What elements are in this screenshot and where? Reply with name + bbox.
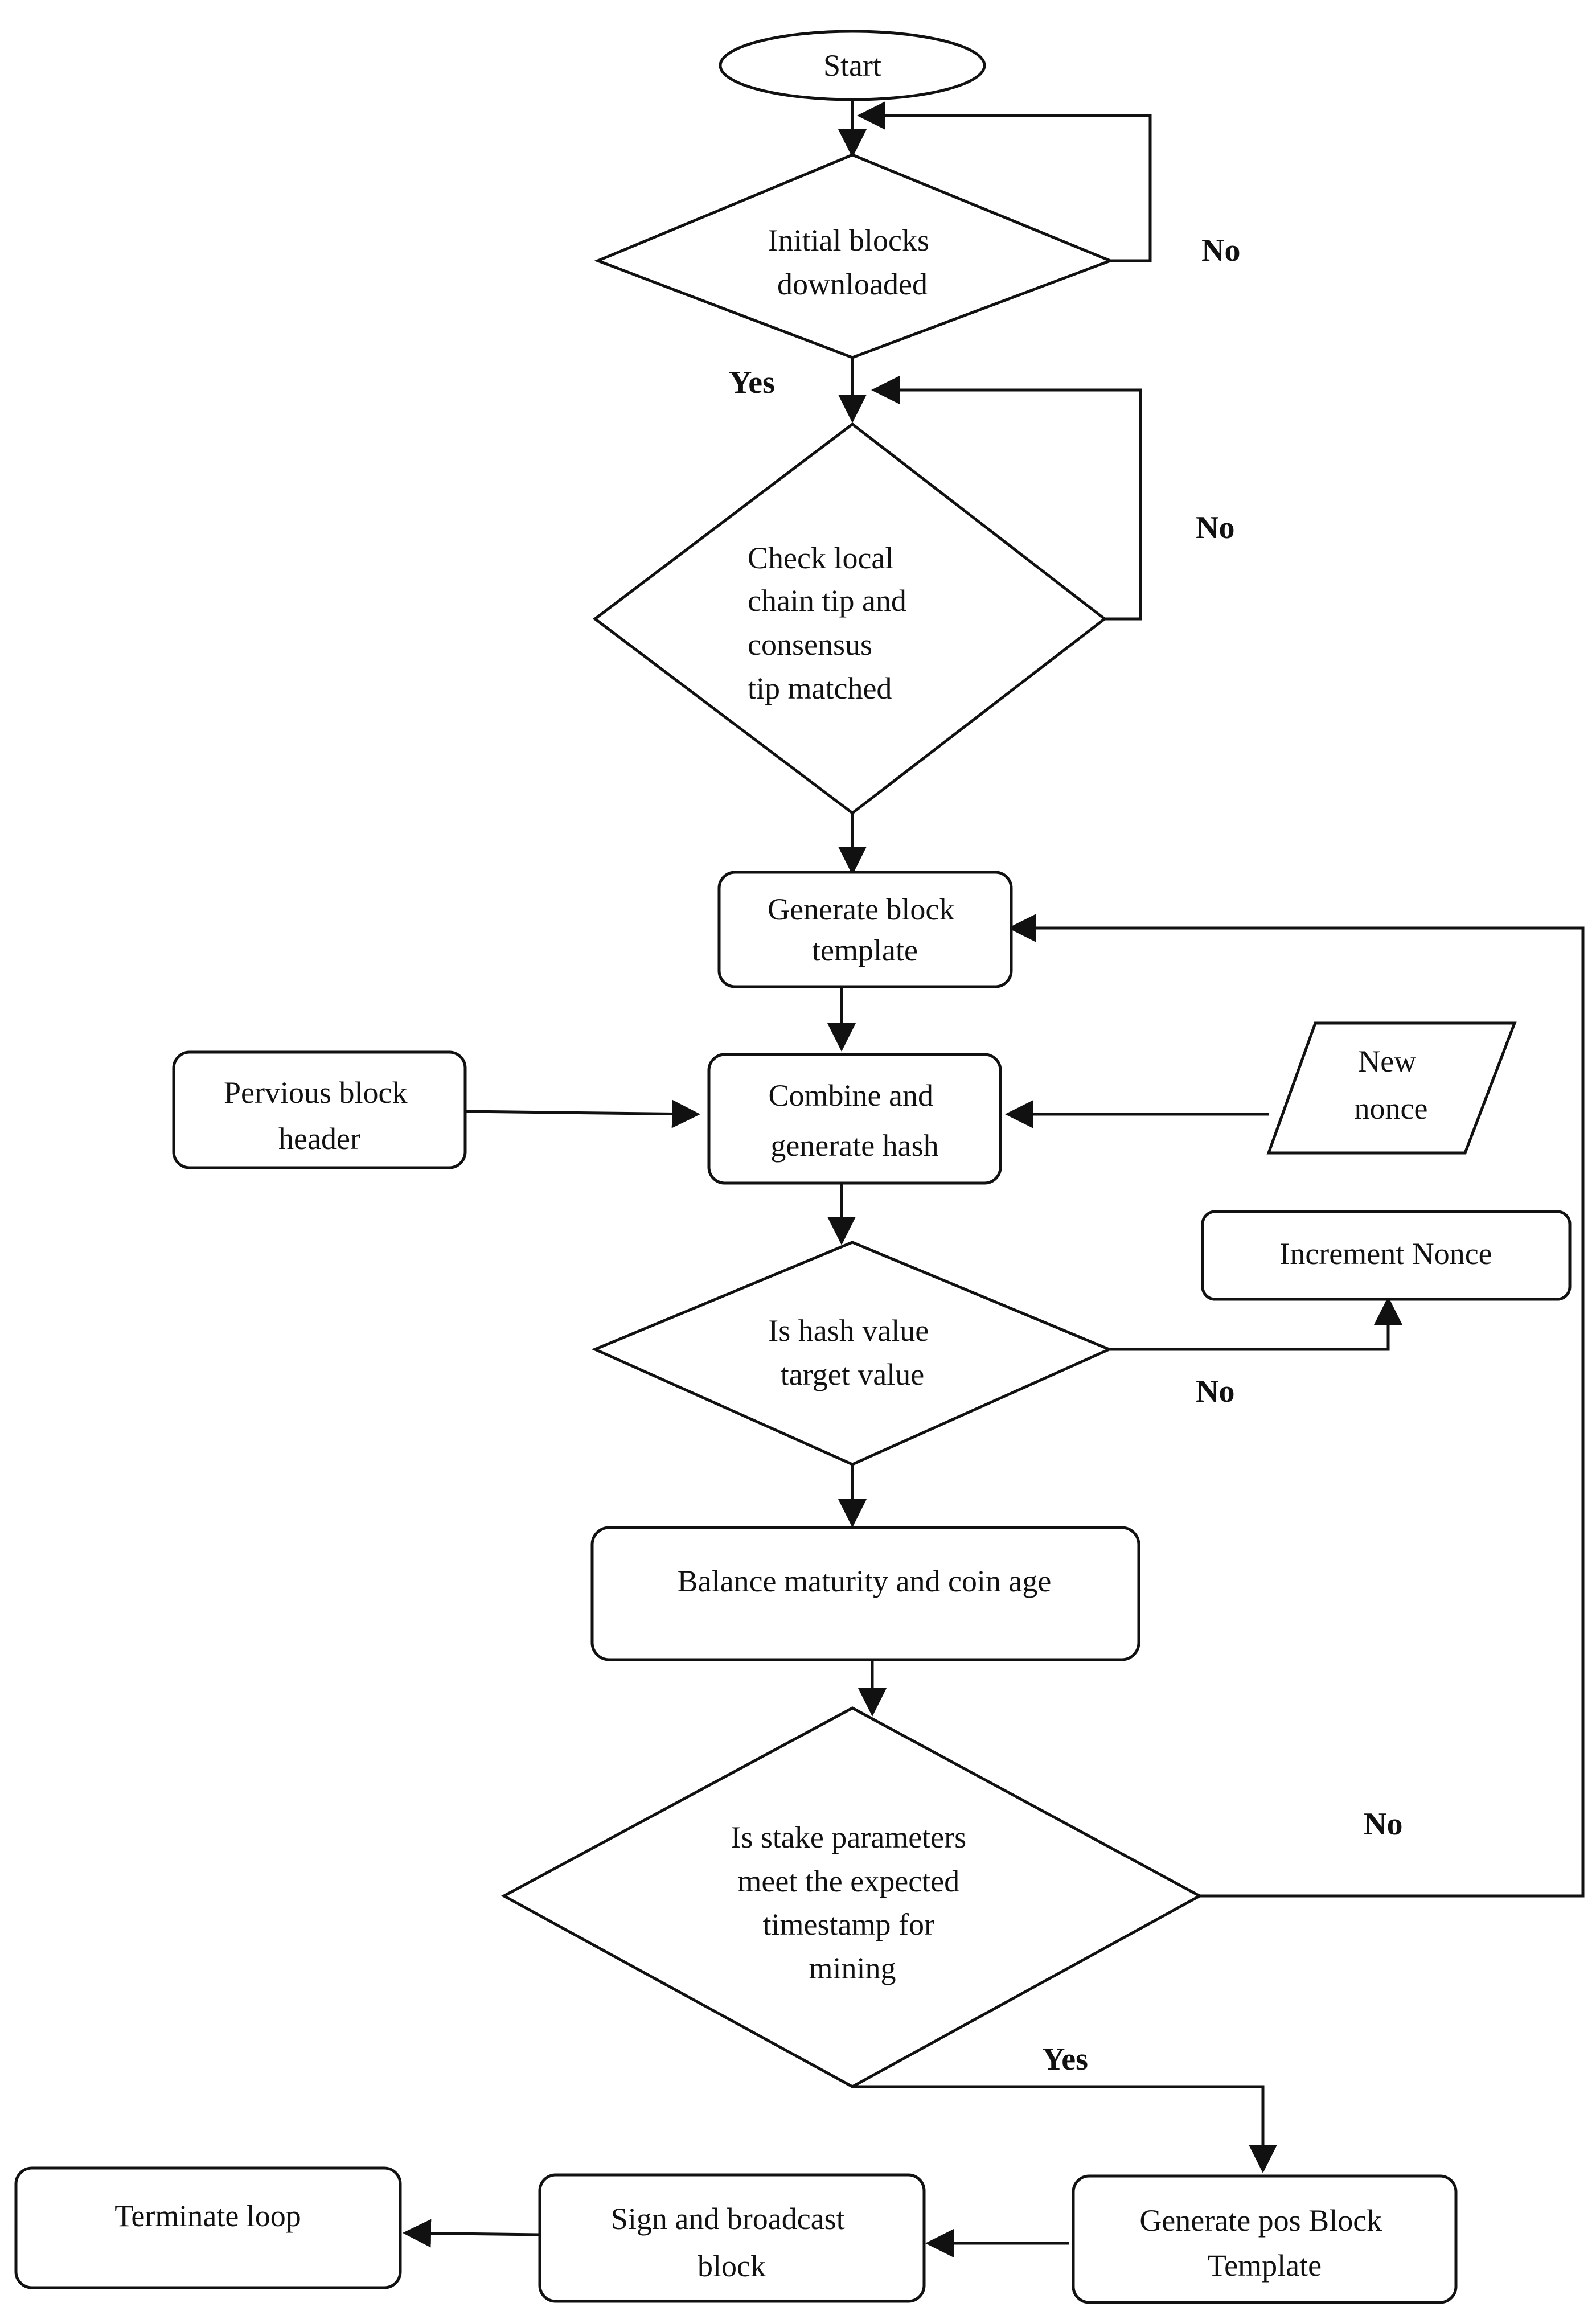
hash-target-decision: Is hash value target value <box>591 1241 1113 1466</box>
generate-template-line-1: Generate block <box>768 892 954 926</box>
stake-params-line-1: Is stake parameters <box>731 1820 966 1854</box>
combine-hash-node: Combine and generate hash <box>707 1053 1002 1185</box>
svg-text:Generate block template: Generate block template <box>768 892 962 967</box>
svg-text:Is hash value target val: Is hash value target value <box>768 1313 936 1391</box>
svg-text:Pervious block header: Pervious block header <box>224 1075 415 1156</box>
svg-text:Generate pos Block Templ: Generate pos Block Template <box>1139 2203 1389 2283</box>
svg-text:New nonce: New nonce <box>1355 1044 1428 1126</box>
check-tip-line-3: consensus <box>748 627 872 662</box>
edge-labels: No Yes No No No Yes <box>729 233 1402 2077</box>
initial-blocks-line-2: downloaded <box>777 267 928 301</box>
new-nonce-line-2: nonce <box>1355 1091 1428 1126</box>
edge-initial-no-loop <box>857 101 1152 262</box>
sign-broadcast-line-2: block <box>698 2249 766 2283</box>
svg-text:Initial blocks downloade: Initial blocks downloaded <box>768 223 937 301</box>
increment-nonce-node: Increment Nonce <box>1201 1210 1572 1301</box>
svg-text:Check local chain tip an: Check local chain tip and consensus tip … <box>748 541 914 705</box>
label-yes-initial: Yes <box>729 365 775 400</box>
previous-header-node: Pervious block header <box>172 1050 467 1169</box>
increment-nonce-label: Increment Nonce <box>1279 1237 1492 1271</box>
edge-sign-to-terminate <box>403 2219 540 2248</box>
stake-params-line-4: mining <box>809 1951 896 1985</box>
previous-header-line-2: header <box>278 1122 360 1156</box>
stake-params-line-2: meet the expected <box>737 1864 959 1898</box>
label-no-hash: No <box>1196 1374 1234 1409</box>
svg-text:Is stake parameters meet: Is stake parameters meet the expected ti… <box>731 1820 974 1985</box>
generate-template-node: Generate block template <box>717 871 1013 988</box>
svg-text:Combine and generate has: Combine and generate hash <box>769 1078 941 1163</box>
initial-blocks-decision: Initial blocks downloaded <box>594 153 1114 359</box>
hash-target-line-1: Is hash value <box>768 1313 929 1348</box>
start-label: Start <box>823 48 881 83</box>
generate-pos-node: Generate pos Block Template <box>1072 2174 1458 2304</box>
edges <box>403 100 1585 2257</box>
label-no-check: No <box>1196 510 1234 545</box>
balance-maturity-node: Balance maturity and coin age <box>590 1526 1140 1661</box>
balance-maturity-label: Balance maturity and coin age <box>678 1564 1052 1598</box>
new-nonce-line-1: New <box>1358 1044 1416 1078</box>
edge-previous-header-to-combine <box>465 1099 700 1128</box>
new-nonce-input: New nonce <box>1266 1021 1517 1155</box>
stake-params-decision: Is stake parameters meet the expected ti… <box>500 1706 1203 2088</box>
check-tip-line-4: tip matched <box>748 671 892 705</box>
combine-hash-line-1: Combine and <box>769 1078 933 1113</box>
combine-hash-line-2: generate hash <box>770 1128 938 1163</box>
edge-hash-no-to-increment <box>1109 1296 1402 1351</box>
stake-params-line-3: timestamp for <box>763 1907 934 1941</box>
label-yes-stake: Yes <box>1042 2042 1088 2077</box>
generate-pos-line-1: Generate pos Block <box>1139 2203 1382 2238</box>
start-node: Start <box>719 30 986 101</box>
initial-blocks-line-1: Initial blocks <box>768 223 929 257</box>
previous-header-line-1: Pervious block <box>224 1075 407 1110</box>
terminate-label: Terminate loop <box>114 2199 301 2233</box>
sign-broadcast-node: Sign and broadcast block <box>538 2173 926 2303</box>
generate-template-line-2: template <box>812 933 918 967</box>
terminate-node: Terminate loop <box>14 2166 402 2289</box>
sign-broadcast-line-1: Sign and broadcast <box>611 2202 845 2236</box>
label-no-stake: No <box>1364 1807 1402 1842</box>
edge-stake-no-to-generate-template <box>1008 914 1585 1898</box>
label-no-initial: No <box>1201 233 1240 268</box>
check-tip-line-1: Check local <box>748 541 893 575</box>
check-tip-decision: Check local chain tip and consensus tip … <box>592 422 1107 815</box>
svg-text:Sign and broadcast block: Sign and broadcast block <box>611 2202 852 2283</box>
generate-pos-line-2: Template <box>1208 2248 1322 2283</box>
hash-target-line-2: target value <box>781 1357 924 1391</box>
check-tip-line-2: chain tip and <box>748 584 906 618</box>
edge-stake-yes-to-pos-template <box>852 2085 1277 2173</box>
edge-check-no-loop <box>871 376 1142 621</box>
